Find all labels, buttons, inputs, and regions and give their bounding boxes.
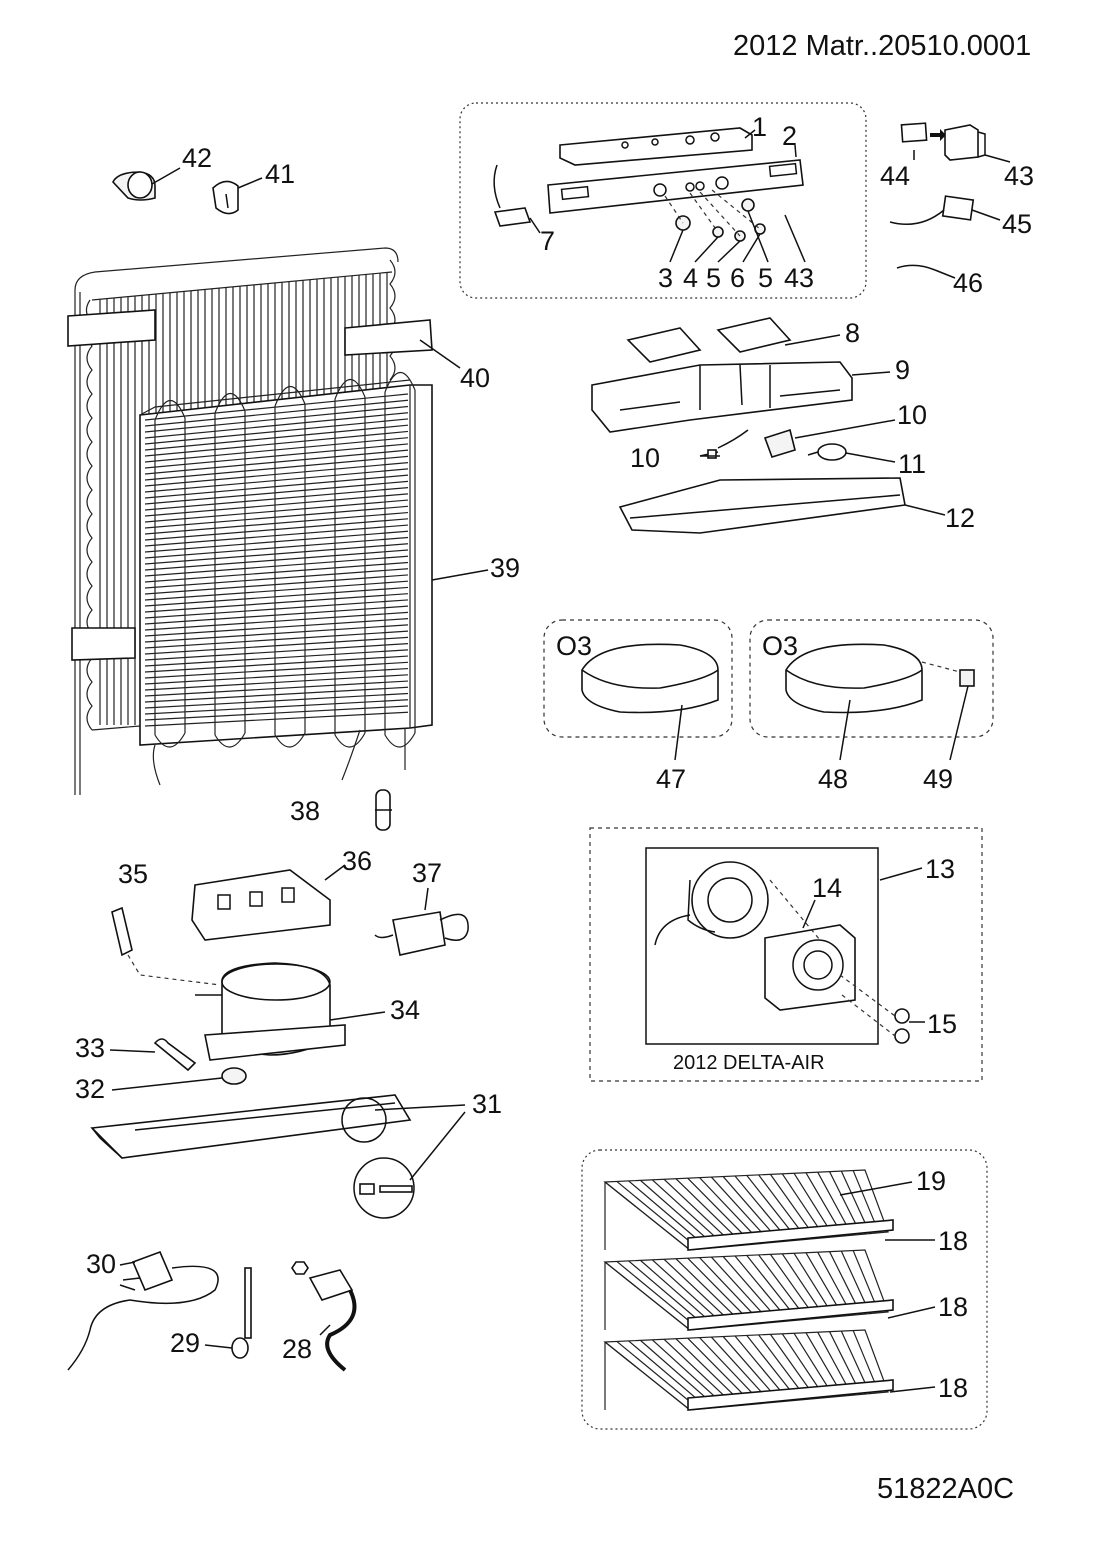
part-42-cap	[112, 171, 156, 201]
label-35: 35	[118, 859, 148, 889]
label-41: 41	[265, 159, 295, 189]
label-10a: 10	[897, 400, 927, 430]
label-5b: 5	[758, 263, 773, 293]
ozone-filter-box-48	[749, 619, 994, 738]
condenser-bracket-top-left	[67, 309, 156, 347]
label-31: 31	[472, 1089, 502, 1119]
fan-inner-frame	[645, 847, 879, 1045]
part-32-grommet	[221, 1067, 247, 1085]
label-18c: 18	[938, 1373, 968, 1403]
part-14-fan-housing	[764, 879, 856, 1011]
part-2-control-panel	[547, 159, 804, 214]
label-43b: 43	[1004, 161, 1034, 191]
label-43a: 43	[784, 263, 814, 293]
drawing-code: 51822A0C	[877, 1473, 1015, 1505]
part-10-lampholder	[699, 428, 796, 459]
label-5a: 5	[706, 263, 721, 293]
thermostat-group-box	[459, 102, 867, 299]
label-34: 34	[390, 995, 420, 1025]
label-1: 1	[752, 112, 767, 142]
part-9-lamp-housing	[591, 361, 853, 433]
label-14: 14	[812, 873, 842, 903]
label-33: 33	[75, 1033, 105, 1063]
label-12: 12	[945, 503, 975, 533]
label-15: 15	[927, 1009, 957, 1039]
part-28-capacitor	[291, 1261, 357, 1372]
label-8: 8	[845, 318, 860, 348]
part-44-card	[900, 122, 946, 143]
label-13: 13	[925, 854, 955, 884]
label-18a: 18	[938, 1226, 968, 1256]
part-35-tube	[111, 906, 221, 986]
label-45: 45	[1002, 209, 1032, 239]
leader-lines	[109, 129, 1011, 1393]
label-delta-air: 2012 DELTA-AIR	[673, 1052, 825, 1074]
label-44: 44	[880, 161, 910, 191]
part-29-thermal-protector	[231, 1267, 252, 1359]
label-18b: 18	[938, 1292, 968, 1322]
condenser-bracket-bottom-left	[71, 627, 136, 661]
shelf-3	[603, 1329, 894, 1411]
part-36-compressor-cover	[191, 869, 331, 941]
evaporator-plate	[139, 371, 433, 786]
part-1-control-board	[559, 127, 753, 166]
part-8-tapes	[626, 317, 792, 363]
part-15-grommets	[839, 974, 910, 1044]
label-4: 4	[683, 263, 698, 293]
part-12-lamp-cover	[618, 477, 906, 534]
label-9: 9	[895, 355, 910, 385]
part-49-switch	[921, 661, 975, 687]
ozone-filter-box-47	[543, 619, 733, 738]
part-7-switch	[493, 164, 532, 227]
label-36: 36	[342, 846, 372, 876]
label-39: 39	[490, 553, 520, 583]
label-38: 38	[290, 796, 320, 826]
part-number-labels: 42 41 40 39 38 36 37 35 34 33 32 31 30 2…	[75, 112, 1034, 1403]
label-29: 29	[170, 1328, 200, 1358]
part-fan-blower	[654, 861, 769, 946]
label-37: 37	[412, 858, 442, 888]
label-49: 49	[923, 764, 953, 794]
label-o3-right: O3	[762, 631, 798, 661]
label-30: 30	[86, 1249, 116, 1279]
part-11-bulb	[807, 443, 847, 461]
part-43-module	[944, 124, 986, 161]
label-6: 6	[730, 263, 745, 293]
condenser-bracket-top-right	[344, 319, 433, 356]
label-19: 19	[916, 1166, 946, 1196]
shelf-group-box	[581, 1149, 988, 1430]
part-31-base-tray	[90, 1094, 415, 1219]
part-30-power-cord	[67, 1250, 219, 1371]
part-46-wire	[896, 264, 936, 271]
part-33-clip	[153, 1038, 197, 1072]
label-3: 3	[658, 263, 673, 293]
part-37-relay	[374, 911, 469, 956]
glass-shelves	[603, 1169, 894, 1411]
shelf-1	[603, 1169, 894, 1251]
label-48: 48	[818, 764, 848, 794]
label-11: 11	[898, 449, 926, 479]
label-40: 40	[460, 363, 490, 393]
drawing-title: 2012 Matr..20510.0001	[733, 30, 1032, 62]
label-42: 42	[182, 143, 212, 173]
ozone-filter-48	[785, 643, 923, 714]
part-34-compressor	[195, 962, 346, 1061]
label-47: 47	[656, 764, 686, 794]
ozone-filter-47	[581, 643, 719, 714]
label-10b: 10	[630, 443, 660, 473]
label-7: 7	[540, 226, 555, 256]
label-46: 46	[953, 268, 983, 298]
label-o3-left: O3	[556, 631, 592, 661]
fan-group-box	[589, 827, 983, 1082]
part-45-sensor-cable	[889, 195, 975, 225]
label-28: 28	[282, 1334, 312, 1364]
part-41-knob	[212, 180, 239, 215]
label-32: 32	[75, 1074, 105, 1104]
label-2: 2	[782, 121, 797, 151]
shelf-2	[603, 1249, 894, 1331]
